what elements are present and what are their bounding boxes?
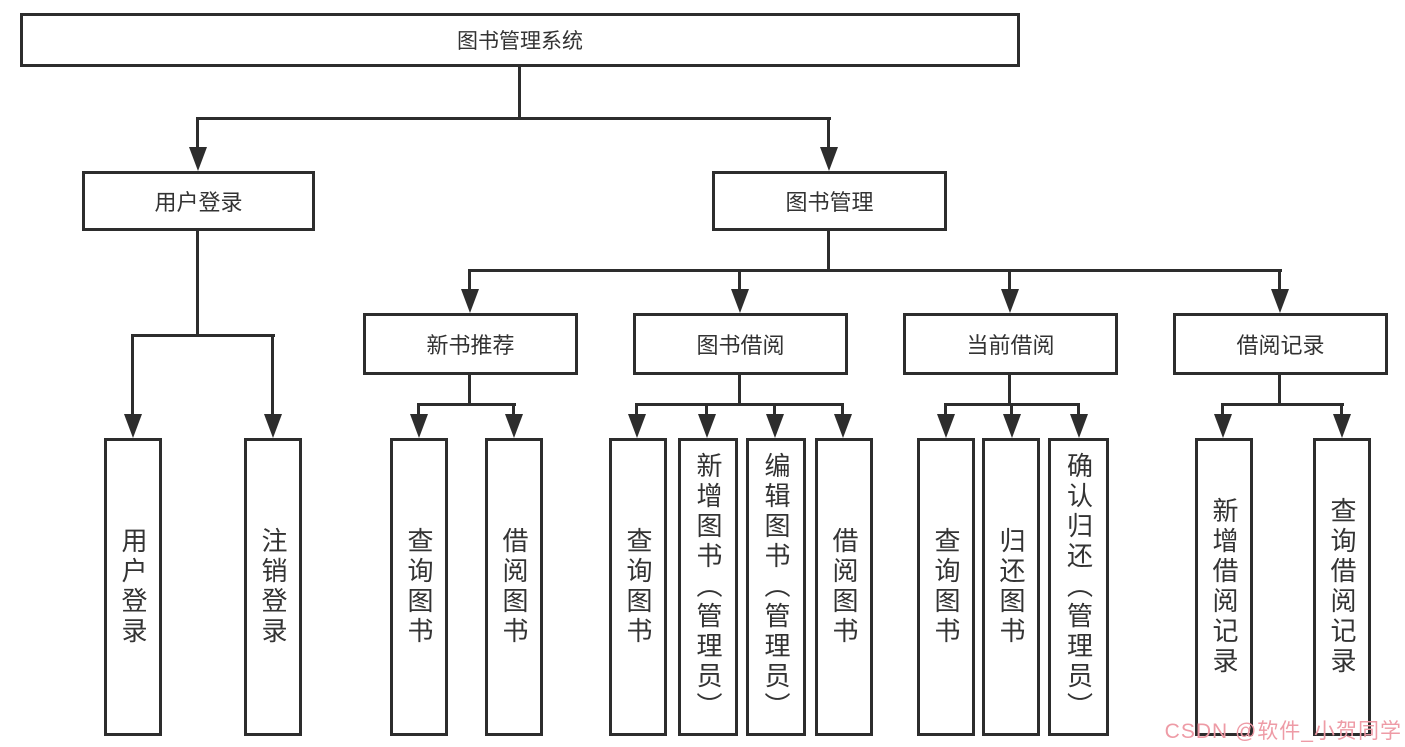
leaf-borrow-query-books: 查询图书: [609, 438, 667, 736]
leaf-records-query-record-label: 查询借阅记录: [1327, 497, 1357, 677]
leaf-records-add-record-label: 新增借阅记录: [1209, 497, 1239, 677]
node-book-management-label: 图书管理: [785, 190, 874, 215]
connector-book-borrow-hline: [635, 403, 844, 406]
leaf-logout-label: 注销登录: [258, 527, 288, 647]
leaf-current-confirm-return-admin-label: 确认归还（管理员）: [1063, 452, 1094, 722]
connector-drop-borrow-records: [1278, 269, 1281, 293]
leaf-records-add-record: 新增借阅记录: [1195, 438, 1253, 736]
node-borrow-records: 借阅记录: [1173, 313, 1388, 375]
arrowhead-new-book: [461, 289, 479, 313]
leaf-newrec-query-books-label: 查询图书: [404, 527, 434, 647]
arrowhead-bb-edit: [766, 414, 784, 438]
leaf-newrec-borrow-books-label: 借阅图书: [499, 527, 529, 647]
connector-borrow-records-stem: [1278, 375, 1281, 406]
node-current-borrow: 当前借阅: [903, 313, 1118, 375]
leaf-current-query-books: 查询图书: [917, 438, 975, 736]
node-user-login-label: 用户登录: [154, 190, 243, 215]
connector-drop-nb-borrow: [512, 403, 515, 419]
arrowhead-br-add: [1214, 414, 1232, 438]
arrowhead-user-login: [189, 147, 207, 171]
leaf-borrow-borrow-books-label: 借阅图书: [829, 527, 859, 647]
node-root-label: 图书管理系统: [457, 30, 583, 53]
arrowhead-book-borrow: [731, 289, 749, 313]
watermark: CSDN @软件_小贺同学: [1164, 720, 1402, 743]
node-new-book-recommend-label: 新书推荐: [426, 333, 515, 358]
arrowhead-bb-query: [628, 414, 646, 438]
connector-drop-cb-query: [944, 403, 947, 419]
node-user-login: 用户登录: [82, 171, 315, 231]
arrowhead-borrow-records: [1271, 289, 1289, 313]
node-current-borrow-label: 当前借阅: [966, 333, 1055, 358]
connector-user-login-stem: [196, 231, 199, 337]
connector-drop-book-management: [827, 117, 830, 149]
connector-drop-leaf-login: [131, 334, 134, 416]
leaf-newrec-query-books: 查询图书: [390, 438, 448, 736]
arrowhead-bb-add: [698, 414, 716, 438]
node-borrow-records-label: 借阅记录: [1236, 333, 1325, 358]
leaf-borrow-add-books-admin-label: 新增图书（管理员）: [693, 452, 723, 722]
connector-drop-cb-confirm: [1077, 403, 1080, 419]
arrowhead-bb-borrow: [834, 414, 852, 438]
leaf-borrow-add-books-admin: 新增图书（管理员）: [678, 438, 738, 736]
leaf-borrow-edit-books-admin: 编辑图书（管理员）: [746, 438, 806, 736]
connector-user-login-hline: [131, 334, 275, 337]
node-new-book-recommend: 新书推荐: [363, 313, 578, 375]
connector-drop-bb-edit: [773, 403, 776, 419]
connector-book-management-stem: [827, 231, 830, 272]
leaf-current-query-books-label: 查询图书: [931, 527, 961, 647]
leaf-borrow-edit-books-admin-label: 编辑图书（管理员）: [761, 452, 791, 722]
connector-drop-user-login: [196, 117, 199, 149]
leaf-records-query-record: 查询借阅记录: [1313, 438, 1371, 736]
node-book-management: 图书管理: [712, 171, 947, 231]
leaf-newrec-borrow-books: 借阅图书: [485, 438, 543, 736]
connector-drop-bb-add: [705, 403, 708, 419]
node-root: 图书管理系统: [20, 13, 1020, 67]
arrowhead-leaf-logout: [264, 414, 282, 438]
connector-drop-nb-query: [417, 403, 420, 419]
connector-drop-bb-query: [635, 403, 638, 419]
connector-drop-bb-borrow: [841, 403, 844, 419]
arrowhead-br-query: [1333, 414, 1351, 438]
arrowhead-nb-borrow: [505, 414, 523, 438]
arrowhead-leaf-login: [124, 414, 142, 438]
arrowhead-cb-query: [937, 414, 955, 438]
leaf-current-confirm-return-admin: 确认归还（管理员）: [1048, 438, 1109, 736]
connector-drop-leaf-logout: [271, 334, 274, 416]
connector-drop-current-borrow: [1008, 269, 1011, 293]
connector-current-borrow-stem: [1008, 375, 1011, 406]
node-book-borrow: 图书借阅: [633, 313, 848, 375]
arrowhead-cb-return: [1003, 414, 1021, 438]
arrowhead-current-borrow: [1001, 289, 1019, 313]
connector-book-borrow-stem: [738, 375, 741, 406]
connector-borrow-records-hline: [1221, 403, 1344, 406]
connector-drop-new-book: [468, 269, 471, 293]
connector-root-stem: [518, 67, 521, 119]
connector-drop-book-borrow: [738, 269, 741, 293]
connector-drop-br-add: [1221, 403, 1224, 419]
node-book-borrow-label: 图书借阅: [696, 333, 785, 358]
connector-drop-cb-return: [1010, 403, 1013, 419]
connector-book-management-hline: [469, 269, 1282, 272]
leaf-user-login: 用户登录: [104, 438, 162, 736]
connector-drop-br-query: [1340, 403, 1343, 419]
leaf-current-return-books: 归还图书: [982, 438, 1040, 736]
connector-root-hline: [197, 117, 831, 120]
leaf-borrow-borrow-books: 借阅图书: [815, 438, 873, 736]
arrowhead-cb-confirm: [1070, 414, 1088, 438]
leaf-user-login-label: 用户登录: [118, 527, 148, 647]
arrowhead-nb-query: [410, 414, 428, 438]
leaf-logout: 注销登录: [244, 438, 302, 736]
connector-new-book-stem: [468, 375, 471, 406]
leaf-borrow-query-books-label: 查询图书: [623, 527, 653, 647]
connector-new-book-hline: [417, 403, 516, 406]
leaf-current-return-books-label: 归还图书: [996, 527, 1026, 647]
arrowhead-book-management: [820, 147, 838, 171]
